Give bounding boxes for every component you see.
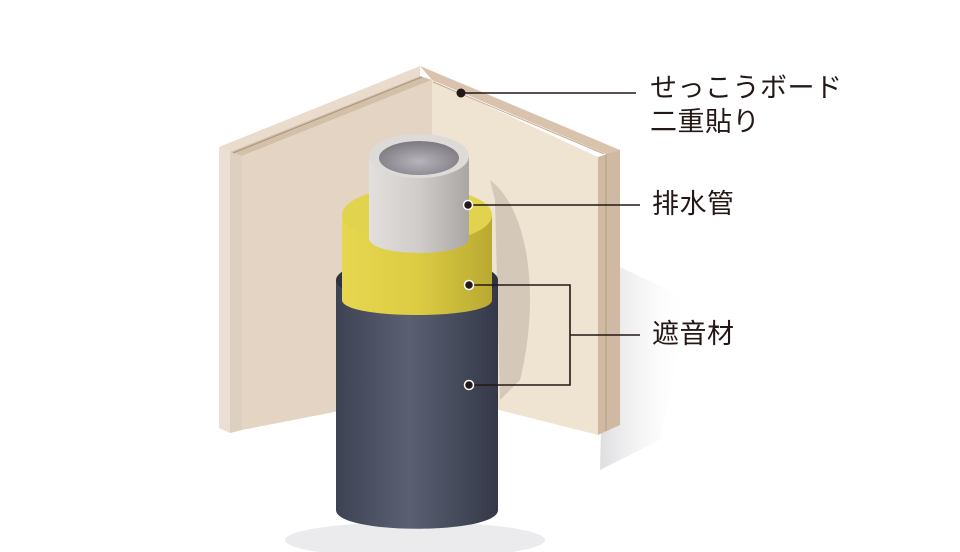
label-drain-pipe: 排水管 (652, 188, 735, 222)
label-gypsum-line2: 二重貼り (650, 107, 760, 138)
label-sound-insulation-text: 遮音材 (652, 319, 735, 350)
leader-dot-foam (463, 279, 475, 291)
leader-dot-drain-pipe (462, 199, 474, 211)
floor-shadow (285, 260, 690, 552)
drain-pipe (369, 134, 469, 253)
label-gypsum-line1: せっこうボード (650, 73, 843, 104)
leader-dot-gypsum (456, 88, 466, 98)
label-drain-pipe-text: 排水管 (652, 189, 735, 220)
leader-dot-wrap (463, 379, 475, 391)
label-gypsum-board: せっこうボード 二重貼り (650, 72, 843, 140)
leader-line-sound-insulation (469, 284, 640, 386)
label-sound-insulation: 遮音材 (652, 318, 735, 352)
